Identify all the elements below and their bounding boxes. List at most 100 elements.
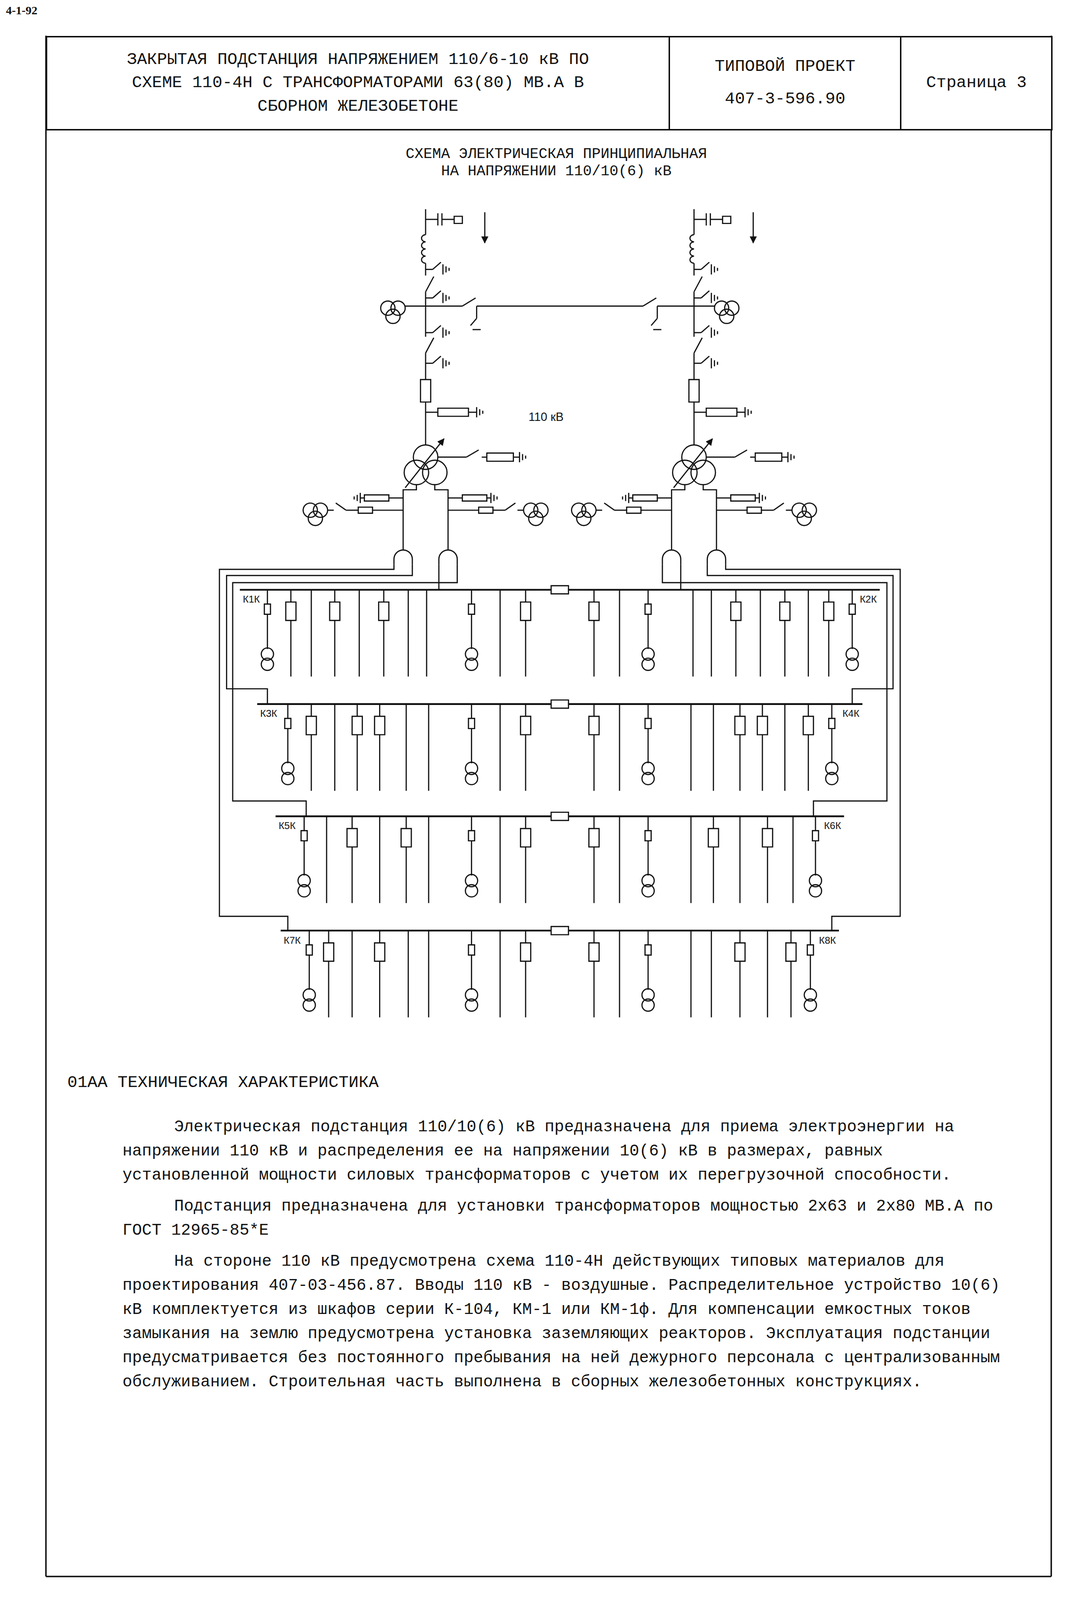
earth-symbol — [710, 264, 712, 275]
power-transformer-symbol — [690, 460, 716, 485]
feeder-wire — [524, 816, 526, 829]
power-transformer-symbol — [422, 460, 448, 485]
wire — [693, 402, 695, 446]
feeder-wire — [471, 614, 473, 649]
feeder-wire — [593, 589, 595, 603]
neutral-wire — [750, 456, 756, 458]
earth-symbol — [445, 329, 447, 336]
earth-symbol — [481, 410, 483, 414]
cell-text: ЗАКРЫТАЯ ПОДСТАНЦИЯ НАПРЯЖЕНИЕМ 110/6-10… — [111, 48, 605, 119]
feeder-wire — [334, 704, 336, 791]
breaker-symbol — [730, 602, 741, 621]
disconnector-symbol — [735, 449, 748, 458]
feeder-wire — [405, 846, 407, 903]
busbar-section-label: К1К — [241, 593, 261, 606]
earth-symbol — [621, 496, 623, 500]
feeder-wire — [524, 960, 526, 1018]
auxiliary-transformer-symbol — [641, 772, 655, 785]
busbar — [568, 815, 845, 818]
earth-symbol — [716, 361, 718, 365]
earthing-switch — [701, 325, 710, 333]
section-breaker-symbol — [550, 812, 569, 821]
line-arrow — [484, 212, 486, 243]
earth-symbol — [787, 451, 789, 463]
fuse-symbol — [306, 944, 313, 956]
breaker-symbol — [306, 716, 317, 735]
feeder-wire — [499, 816, 501, 903]
reactor-symbol — [438, 549, 457, 565]
frame-line — [45, 35, 47, 1577]
earth-symbol — [750, 410, 752, 414]
breaker-symbol — [735, 716, 746, 735]
neutral-wire — [706, 456, 736, 458]
capacitor-symbol — [705, 213, 707, 226]
busbar — [280, 929, 551, 932]
feeder-wire — [761, 734, 763, 791]
feeder-wire — [618, 816, 620, 903]
fuse-symbol — [812, 830, 819, 841]
feeder-wire — [807, 589, 809, 677]
feed-wire — [232, 564, 458, 817]
breaker-symbol — [688, 379, 700, 403]
earth-symbol — [521, 453, 523, 460]
feed-wire — [662, 564, 887, 817]
feeder-wire — [379, 816, 381, 903]
fuse-symbol — [626, 507, 641, 513]
busbar-section-label: К4К — [841, 707, 861, 720]
feeder-wire — [351, 846, 353, 903]
earth-symbol — [524, 455, 526, 459]
earthing-switch — [701, 355, 710, 364]
power-transformer-symbol — [404, 460, 429, 485]
neutral-wire — [481, 456, 487, 458]
feeder-wire — [379, 960, 381, 1018]
disconnector-symbol — [505, 503, 516, 511]
busbar — [568, 588, 880, 591]
earth-symbol — [716, 296, 718, 300]
auxiliary-transformer-symbol — [465, 998, 478, 1012]
feeder-wire — [327, 930, 329, 943]
feeder-wire — [428, 816, 430, 903]
feeder-wire — [618, 589, 620, 677]
feeder-wire — [790, 930, 792, 943]
fuse-symbol — [644, 718, 651, 729]
feeder-wire — [807, 734, 809, 791]
earthing-switch — [432, 355, 442, 364]
earth-symbol — [653, 328, 662, 330]
capacitor-symbol — [425, 218, 438, 220]
feeder-wire — [712, 816, 714, 829]
title-block-cell: Страница 3 — [899, 35, 1053, 131]
surge-arrester-symbol — [755, 497, 760, 499]
earthing-switch — [425, 297, 433, 299]
feeder-wire — [287, 704, 289, 719]
breaker-symbol — [374, 942, 385, 961]
feeder-wire — [767, 816, 769, 829]
line-trap-symbol — [421, 234, 426, 264]
surge-arrester-symbol — [388, 497, 404, 499]
feeder-wire — [712, 846, 714, 903]
earthing-switch — [694, 268, 702, 270]
breaker-symbol — [520, 602, 531, 621]
fuse-symbol — [468, 604, 475, 615]
earthing-switch — [425, 268, 433, 270]
feeder-wire — [593, 704, 595, 717]
feeder-wire — [831, 704, 833, 719]
feeder-wire — [647, 955, 649, 990]
wire — [517, 509, 524, 511]
wire — [785, 509, 792, 511]
feeder-wire — [379, 704, 381, 717]
feeder-wire — [471, 589, 473, 605]
feeder-wire — [524, 930, 526, 943]
breaker-symbol — [785, 942, 797, 961]
earth-symbol — [716, 267, 718, 271]
voltage-transformer-symbol — [797, 511, 812, 526]
note-paragraph: На стороне 110 кВ предусмотрена схема 11… — [122, 1249, 1004, 1395]
wire — [403, 484, 417, 551]
feeder-wire — [739, 930, 741, 943]
auxiliary-transformer-symbol — [303, 998, 316, 1012]
earthing-switch — [425, 332, 433, 334]
feeder-wire — [471, 840, 473, 876]
wire — [671, 484, 685, 551]
note-paragraph: Подстанция предназначена для установки т… — [122, 1194, 1004, 1243]
capacitor-symbol — [694, 218, 707, 220]
reactor-symbol — [707, 549, 726, 565]
